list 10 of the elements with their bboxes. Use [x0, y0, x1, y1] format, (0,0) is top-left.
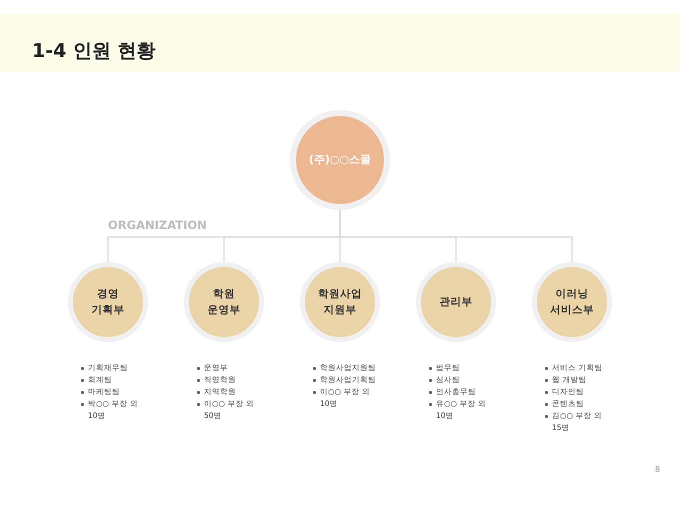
- department-circle: 관리부: [416, 262, 496, 342]
- page-number: 8: [655, 465, 660, 474]
- department-circle: 학원사업 지원부: [300, 262, 380, 342]
- company-circle: (주)○○스쿨: [290, 110, 390, 210]
- department-circle: 학원 운영부: [184, 262, 264, 342]
- department-circle: 이러닝 서비스부: [532, 262, 612, 342]
- connector-line: [339, 210, 573, 262]
- department-circle: 경영 기획부: [68, 262, 148, 342]
- section-label: ORGANIZATION: [108, 218, 207, 232]
- page-title: 1-4 인원 현황: [32, 39, 156, 64]
